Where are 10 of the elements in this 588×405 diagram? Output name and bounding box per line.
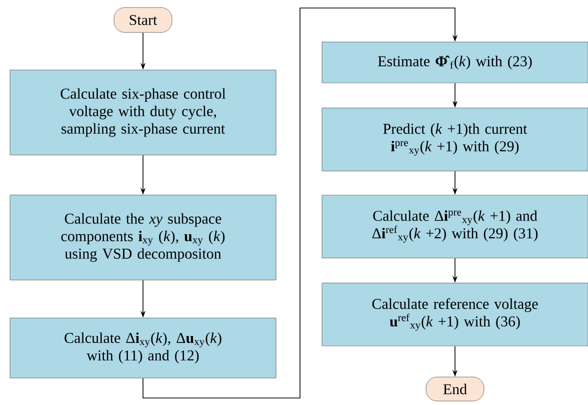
process-box: Calculate Δi$^{pre}$$_{xy}$(k +1) and Δi$^{ref}$$_{xy}$(k +2) with (29) (31) xyxy=(322,194,588,258)
process-box: Predict (k +1)th current i$^{pre}$$_{xy}$(k +1) with (29) xyxy=(322,108,588,172)
process-box: Calculate the xy subspace components i$_{xy}$ (k), u$_{xy}$ (k) using VSD decompositon xyxy=(10,194,276,280)
terminal-box: Start xyxy=(114,7,172,33)
process-box: Calculate reference voltage u$^{ref}$$_{xy}$(k +1) with (36) xyxy=(322,282,588,346)
arrow xyxy=(142,8,458,398)
terminal-box: End xyxy=(426,376,484,402)
process-box: Calculate Δi$_{xy}$(k), Δu$_{xy}$(k) with (11) and (12) xyxy=(10,318,276,378)
process-box: Estimate Φ̂$_{f}$(k) with (23) xyxy=(322,42,588,84)
process-box: Calculate six-phase control voltage with duty cycle, sampling six-phase current xyxy=(10,70,276,156)
